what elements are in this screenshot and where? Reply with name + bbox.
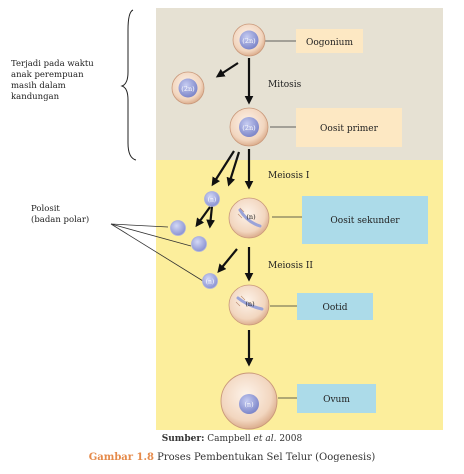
ovum-ploidy: (n) — [244, 401, 254, 409]
ovum-nucleus — [239, 394, 259, 414]
figure-number: Gambar 1.8 — [88, 452, 154, 463]
primary-oocyte-ploidy: (2n) — [242, 124, 256, 132]
figure-source: Sumber: Campbell et al. 2008 — [0, 434, 464, 444]
ootid-spindle — [236, 296, 264, 311]
ovum-label: Ovum — [323, 395, 350, 405]
mitosis-daughter-nucleus — [178, 78, 198, 98]
oogonium-nucleus — [239, 30, 259, 50]
ootid-label: Ootid — [322, 303, 347, 313]
secondary-oocyte-ploidy: (n) — [246, 213, 256, 221]
oogonium-ploidy: (2n) — [242, 37, 256, 45]
polar-body-2 — [170, 220, 186, 236]
primary-oocyte-label-box — [296, 108, 402, 147]
source-prefix: Sumber: — [161, 434, 205, 444]
oogonium-label-box — [296, 29, 363, 53]
arrows — [195, 58, 254, 367]
polar-body-label: Polosit (badan polar) — [31, 204, 89, 225]
polar-body-4-ploidy: (n) — [206, 279, 215, 286]
polar-body-1-ploidy: (n) — [208, 197, 217, 204]
polar-leader-lines — [110, 223, 204, 282]
mitosis-label: Mitosis — [268, 80, 302, 90]
meiosis-2-label: Meiosis II — [268, 261, 313, 271]
primary-oocyte-nucleus — [239, 117, 259, 137]
ootid-spindle-lines — [235, 295, 246, 307]
curly-brace — [120, 9, 137, 161]
ovum-label-box — [297, 384, 376, 413]
primary-oocyte-label: Oosit primer — [320, 124, 379, 134]
secondary-oocyte-label-box — [302, 196, 428, 244]
figure-caption: Gambar 1.8 Proses Pembentukan Sel Telur … — [0, 452, 464, 463]
secondary-oocyte-spindle-lines — [237, 207, 245, 219]
ootid-ploidy: (n) — [245, 300, 255, 308]
figure-title: Proses Pembentukan Sel Telur (Oogenesis) — [153, 452, 376, 463]
meiosis-1-label: Meiosis I — [268, 171, 310, 181]
in-womb-note: Terjadi pada waktu anak perempuan masih … — [11, 59, 96, 102]
secondary-oocyte-label: Oosit sekunder — [330, 216, 400, 226]
source-et-al: et al. — [253, 434, 277, 444]
mitosis-daughter-ploidy: (2n) — [181, 85, 195, 93]
secondary-oocyte-cell — [228, 197, 270, 239]
polar-body-3 — [191, 236, 207, 252]
polar-body-1 — [204, 191, 220, 207]
source-author: Campbell — [204, 434, 254, 444]
ootid-label-box — [297, 293, 373, 320]
oogonium-label: Oogonium — [306, 38, 353, 48]
source-year: 2008 — [276, 434, 303, 444]
secondary-oocyte-spindle — [238, 208, 262, 228]
polar-body-4 — [202, 273, 218, 289]
